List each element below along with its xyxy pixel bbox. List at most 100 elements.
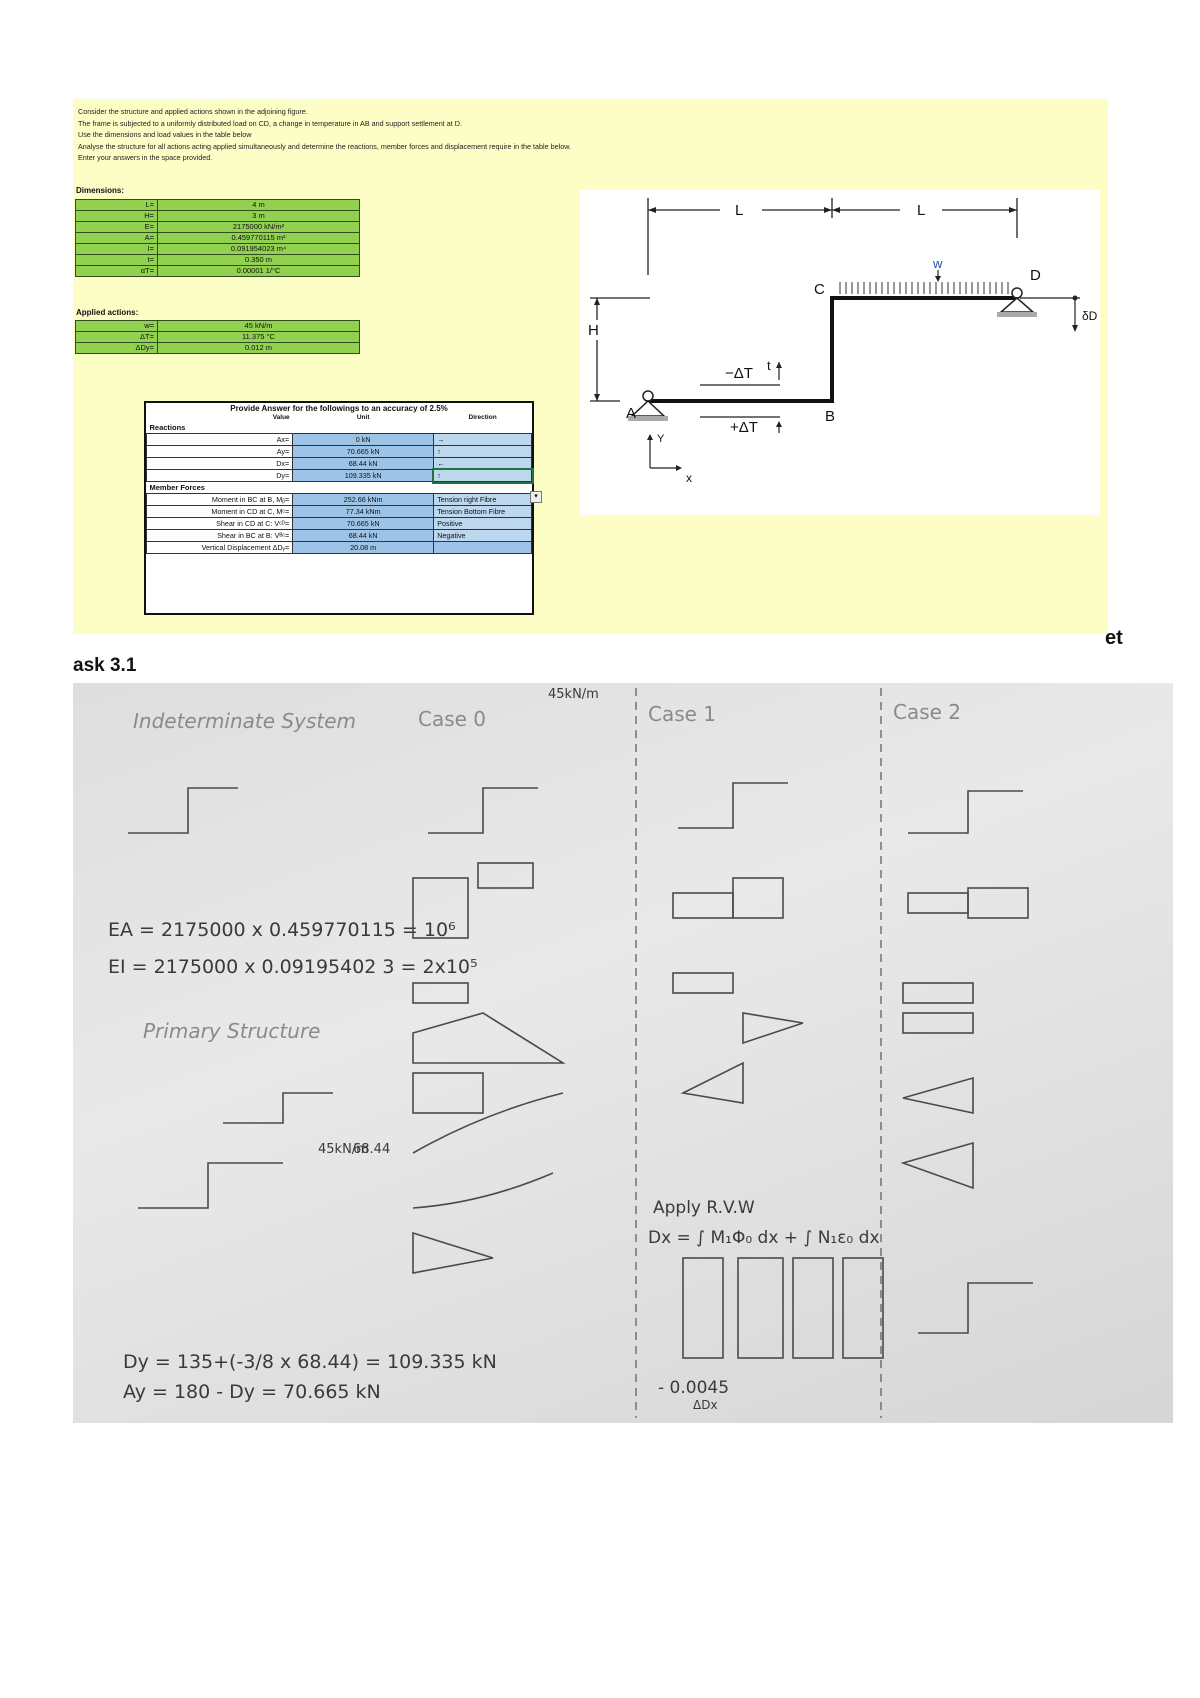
answer-header: Provide Answer for the followings to an … bbox=[230, 404, 448, 413]
label-a: A bbox=[626, 405, 636, 422]
handwritten-notes: Indeterminate System Case 0 Case 1 Case … bbox=[108, 687, 1033, 1418]
label-d: D bbox=[1030, 267, 1041, 284]
eq-ei: EI = 2175000 x 0.09195402 3 = 2x10⁵ bbox=[108, 956, 478, 978]
table-row: I=0.091954023 m⁴ bbox=[75, 243, 360, 255]
heading-case1: Case 1 bbox=[648, 702, 716, 726]
reaction-value[interactable]: 70.665 kN bbox=[292, 445, 435, 458]
force-label: Shear in CD at C: Vᶜᴰ= bbox=[145, 517, 294, 530]
col-unit-header: Unit bbox=[356, 414, 370, 421]
reaction-label: Dx= bbox=[145, 457, 294, 470]
frame-diagram: L L H w C D A B −ΔT +ΔT t δD Y x bbox=[588, 198, 1098, 485]
action-value[interactable]: 0.012 m bbox=[157, 342, 360, 354]
force-value[interactable]: 68.44 kN bbox=[292, 529, 435, 542]
instruction-line: Use the dimensions and load values in th… bbox=[78, 130, 252, 139]
table-row: Ay=70.665 kN↑ bbox=[145, 445, 532, 458]
reaction-direction-select[interactable]: ↑ bbox=[431, 467, 534, 484]
reaction-direction[interactable]: ← bbox=[433, 457, 532, 470]
answer-table: Provide Answer for the followings to an … bbox=[144, 401, 534, 615]
dim-value[interactable]: 3 m bbox=[157, 210, 360, 222]
table-row: αT=0.00001 1/°C bbox=[75, 265, 360, 277]
force-direction[interactable]: Positive bbox=[433, 517, 532, 530]
table-row: A=0.459770115 m² bbox=[75, 232, 360, 244]
table-row: w=45 kN/m bbox=[75, 320, 360, 332]
table-row: H=3 m bbox=[75, 210, 360, 222]
table-row: Dy=109.335 kN↑ bbox=[145, 467, 534, 484]
dim-label: t= bbox=[75, 254, 158, 266]
action-label: w= bbox=[75, 320, 158, 332]
force-label: Moment in CD at C, Mᶜ= bbox=[145, 505, 294, 518]
reaction-label: 68.44 bbox=[353, 1142, 390, 1157]
dim-value[interactable]: 0.091954023 m⁴ bbox=[157, 243, 360, 255]
dim-label: αT= bbox=[75, 265, 158, 277]
handwritten-solution-photo: Indeterminate System Case 0 Case 1 Case … bbox=[73, 683, 1173, 1423]
action-value[interactable]: 45 kN/m bbox=[157, 320, 360, 332]
eq-dy: Dy = 135+(-3/8 x 68.44) = 109.335 kN bbox=[123, 1351, 497, 1373]
result-sub: ΔDx bbox=[693, 1398, 718, 1412]
dim-label: H= bbox=[75, 210, 158, 222]
dim-value[interactable]: 4 m bbox=[157, 199, 360, 211]
cropped-heading-text: et bbox=[1105, 627, 1123, 649]
dim-value[interactable]: 2175000 kN/m² bbox=[157, 221, 360, 233]
force-direction[interactable] bbox=[433, 541, 532, 554]
instruction-line: The frame is subjected to a uniformly di… bbox=[78, 118, 462, 128]
dx-equation: Dx = ∫ M₁Φ₀ dx + ∫ N₁ε₀ dx bbox=[648, 1228, 880, 1248]
task-label: ask 3.1 bbox=[73, 655, 137, 676]
reaction-value[interactable]: 68.44 kN bbox=[292, 457, 435, 470]
label-delta: δD bbox=[1082, 309, 1098, 323]
table-row: Ax=0 kN→ bbox=[145, 433, 532, 446]
table-row: L=4 m bbox=[75, 199, 360, 211]
label-l2: L bbox=[917, 202, 925, 219]
load-label: 45kN/m bbox=[548, 687, 599, 702]
heading-case0: Case 0 bbox=[418, 707, 486, 731]
force-direction[interactable]: Tension Bottom Fibre bbox=[433, 505, 532, 518]
force-value[interactable]: 20.08 m bbox=[292, 541, 435, 554]
force-direction[interactable]: Tension right Fibre bbox=[433, 493, 532, 506]
force-value[interactable]: 252.66 kNm bbox=[292, 493, 435, 506]
reaction-value[interactable]: 0 kN bbox=[292, 433, 435, 446]
action-value[interactable]: 11.375 °C bbox=[157, 331, 360, 343]
label-dt-top: −ΔT bbox=[725, 365, 753, 382]
pin-support-d-icon bbox=[997, 287, 1037, 317]
col-value-header: Value bbox=[272, 414, 290, 421]
force-direction[interactable]: Negative bbox=[433, 529, 532, 542]
eq-ea: EA = 2175000 x 0.459770115 = 10⁶ bbox=[108, 919, 456, 941]
dim-value[interactable]: 0.459770115 m² bbox=[157, 232, 360, 244]
chevron-down-icon[interactable]: ▾ bbox=[530, 491, 542, 503]
reaction-direction[interactable]: → bbox=[433, 433, 532, 446]
result-text: - 0.0045 bbox=[658, 1378, 729, 1398]
heading-case2: Case 2 bbox=[893, 700, 961, 724]
dim-label: E= bbox=[75, 221, 158, 233]
actions-table: w=45 kN/m ΔT=11.375 °C ΔDy=0.012 m bbox=[75, 320, 360, 354]
load-label-primary: 45kN/m bbox=[318, 1142, 369, 1157]
table-row: Vertical Displacement ΔDᵧ=20.08 m bbox=[145, 541, 532, 554]
table-row: ΔDy=0.012 m bbox=[75, 342, 360, 354]
dim-value[interactable]: 0.350 m bbox=[157, 254, 360, 266]
dim-label: A= bbox=[75, 232, 158, 244]
instruction-line: Consider the structure and applied actio… bbox=[78, 107, 308, 116]
label-b: B bbox=[825, 408, 835, 425]
actions-title: Applied actions: bbox=[76, 308, 139, 317]
instructions: Consider the structure and applied actio… bbox=[78, 106, 758, 164]
instruction-line: Enter your answers in the space provided… bbox=[78, 153, 213, 162]
reaction-direction[interactable]: ↑ bbox=[433, 445, 532, 458]
dim-value[interactable]: 0.00001 1/°C bbox=[157, 265, 360, 277]
heading-indeterminate: Indeterminate System bbox=[133, 709, 356, 733]
heading-primary: Primary Structure bbox=[143, 1019, 320, 1043]
pin-support-a-icon bbox=[628, 390, 668, 421]
reaction-value[interactable]: 109.335 kN bbox=[292, 469, 435, 482]
dimensions-title: Dimensions: bbox=[76, 186, 125, 195]
force-value[interactable]: 77.34 kNm bbox=[292, 505, 435, 518]
table-row: Dx=68.44 kN← bbox=[145, 457, 532, 470]
forces-title: Member Forces bbox=[146, 481, 532, 494]
col-direction-header: Direction bbox=[468, 414, 497, 421]
reactions-title: Reactions bbox=[146, 422, 532, 434]
dim-label: L= bbox=[75, 199, 158, 211]
label-y-axis: Y bbox=[657, 433, 665, 445]
table-row: t=0.350 m bbox=[75, 254, 360, 266]
force-value[interactable]: 70.665 kN bbox=[292, 517, 435, 530]
force-label: Moment in BC at B, Mᵦ= bbox=[145, 493, 294, 506]
